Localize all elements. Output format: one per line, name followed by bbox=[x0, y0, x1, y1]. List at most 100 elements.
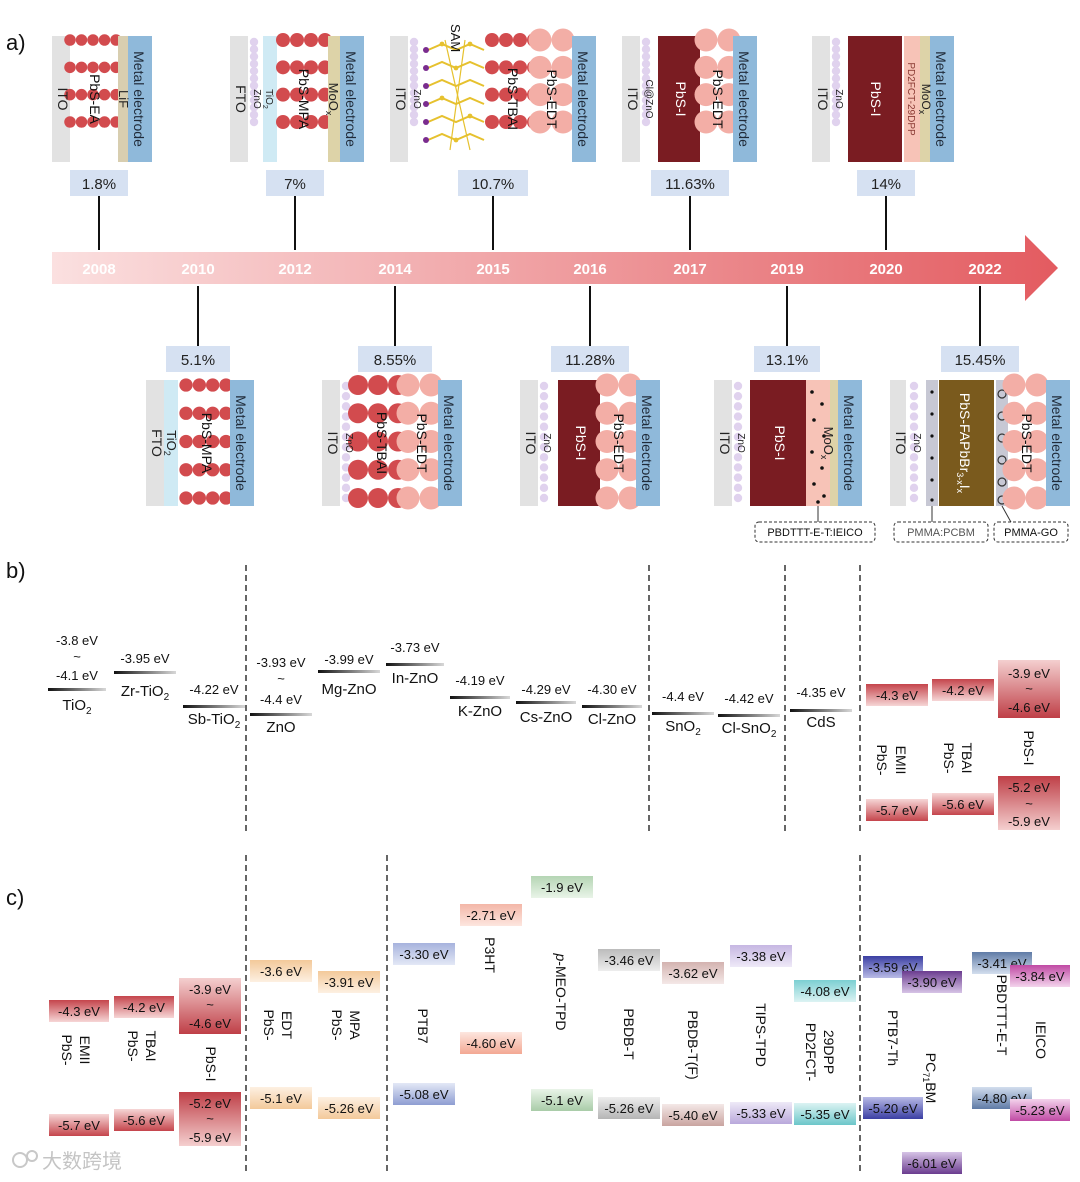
svg-text:-5.6 eV: -5.6 eV bbox=[942, 797, 984, 812]
svg-text:-4.2 eV: -4.2 eV bbox=[123, 1000, 165, 1015]
svg-text:PbS-: PbS- bbox=[125, 1030, 141, 1061]
etl-level: -4.19 eVK-ZnO bbox=[450, 673, 510, 720]
svg-text:PBDB-T(F): PBDB-T(F) bbox=[685, 1010, 701, 1079]
svg-text:ITO: ITO bbox=[325, 431, 341, 454]
svg-text:-5.7 eV: -5.7 eV bbox=[876, 803, 918, 818]
pce-2008: 1.8% bbox=[82, 176, 116, 193]
svg-text:ITO: ITO bbox=[815, 87, 831, 110]
svg-text:-6.01 eV: -6.01 eV bbox=[907, 1156, 956, 1171]
svg-text:-2.71 eV: -2.71 eV bbox=[466, 908, 515, 923]
svg-text:PbS-MPA: PbS-MPA bbox=[199, 413, 215, 474]
svg-text:TIPS-TPD: TIPS-TPD bbox=[753, 1003, 769, 1067]
pce-box-2008 bbox=[70, 170, 128, 196]
svg-text:PbS-FAPbBr3-xIx: PbS-FAPbBr3-xIx bbox=[955, 393, 973, 494]
device-2022: ITO ZnO PbS-FAPbBr3-xIx PbS-EDT Metal el… bbox=[890, 373, 1070, 543]
note-2019: PBDTTT-E-T:IEICO bbox=[767, 527, 863, 539]
svg-text:PBDB-T: PBDB-T bbox=[621, 1008, 637, 1060]
svg-text:Metal electrode: Metal electrode bbox=[575, 51, 591, 147]
svg-text:-5.9 eV: -5.9 eV bbox=[189, 1130, 231, 1145]
svg-text:Metal electrode: Metal electrode bbox=[841, 395, 857, 491]
etl-top-value: -4.19 eV bbox=[455, 673, 504, 688]
svg-text:ZnO: ZnO bbox=[411, 89, 422, 109]
etl-top-value: -3.99 eV bbox=[324, 652, 373, 667]
svg-text:EDT: EDT bbox=[279, 1011, 295, 1039]
svg-text:-3.46 eV: -3.46 eV bbox=[604, 953, 653, 968]
svg-text:ZnO: ZnO bbox=[911, 433, 922, 453]
svg-text:ZnO: ZnO bbox=[251, 89, 262, 109]
note-2022-b: PMMA-GO bbox=[1004, 527, 1058, 539]
svg-text:-3.6 eV: -3.6 eV bbox=[260, 964, 302, 979]
device-2010: FTO TiO2 PbS-MPA Metal electrode bbox=[146, 378, 254, 506]
svg-text:P3HT: P3HT bbox=[482, 937, 498, 973]
svg-text:PbS-EDT: PbS-EDT bbox=[544, 69, 560, 129]
svg-text:-3.9 eV: -3.9 eV bbox=[1008, 666, 1050, 681]
svg-text:PTB7: PTB7 bbox=[415, 1008, 431, 1043]
svg-text:Metal electrode: Metal electrode bbox=[639, 395, 655, 491]
svg-text:-5.1 eV: -5.1 eV bbox=[260, 1091, 302, 1106]
svg-text:PbS-I: PbS-I bbox=[1021, 730, 1037, 765]
particle-layer bbox=[733, 381, 743, 503]
svg-text:PbS-: PbS- bbox=[874, 744, 890, 775]
year-label-2014: 2014 bbox=[378, 261, 412, 278]
device-2008: ITO PbS-EA LiF Metal electrode bbox=[52, 34, 152, 162]
device-2014: ITO ZnO PbS-TBAI PbS-EDT Metal electrode bbox=[322, 373, 462, 510]
svg-text:PD2FCT-29DPP: PD2FCT-29DPP bbox=[905, 62, 916, 136]
particle-layer bbox=[539, 381, 549, 503]
svg-text:~: ~ bbox=[206, 1111, 214, 1126]
svg-text:-5.40 eV: -5.40 eV bbox=[668, 1108, 717, 1123]
svg-text:MoOx: MoOx bbox=[917, 84, 933, 115]
svg-text:PbS-I: PbS-I bbox=[868, 81, 884, 116]
particle-layer bbox=[179, 378, 233, 505]
watermark: 大数跨境 bbox=[12, 1150, 122, 1173]
particle-layer bbox=[595, 373, 642, 510]
etl-material-name: Cs-ZnO bbox=[520, 709, 573, 726]
svg-text:PbS-TBAI: PbS-TBAI bbox=[374, 412, 390, 474]
svg-text:-4.60 eV: -4.60 eV bbox=[466, 1036, 515, 1051]
pce-2017: 11.63% bbox=[665, 176, 715, 193]
pce-2020: 14% bbox=[871, 176, 901, 193]
svg-text:PbS-EDT: PbS-EDT bbox=[710, 69, 726, 129]
panel-label-c: c) bbox=[6, 885, 24, 910]
etl-top-value: -3.93 eV bbox=[256, 655, 305, 670]
particle-layer bbox=[528, 28, 575, 134]
particle-layer bbox=[909, 381, 919, 503]
svg-text:PBDTTT-E-T: PBDTTT-E-T bbox=[994, 975, 1010, 1056]
etl-top-value: -4.42 eV bbox=[724, 691, 773, 706]
svg-text:PbS-I: PbS-I bbox=[573, 425, 589, 460]
svg-text:-5.35 eV: -5.35 eV bbox=[800, 1107, 849, 1122]
svg-text:-4.6 eV: -4.6 eV bbox=[1008, 700, 1050, 715]
etl-top-value: -4.30 eV bbox=[587, 682, 636, 697]
pce-2016: 11.28% bbox=[565, 352, 615, 369]
year-label-2019: 2019 bbox=[770, 261, 803, 278]
panel-c-blend-levels: -3.59 eV -5.20 eV PTB7-Th -3.90 eV -6.01… bbox=[863, 952, 1070, 1174]
etl-material-name: ZnO bbox=[266, 719, 295, 736]
timeline-arrow bbox=[52, 235, 1058, 301]
year-label-2008: 2008 bbox=[82, 261, 115, 278]
particle-layer bbox=[409, 37, 419, 127]
svg-text:TBAI: TBAI bbox=[959, 742, 975, 773]
particle-layer bbox=[341, 381, 351, 503]
panel-label-b: b) bbox=[6, 558, 26, 583]
svg-text:-5.20 eV: -5.20 eV bbox=[868, 1101, 917, 1116]
year-label-2016: 2016 bbox=[573, 261, 606, 278]
panel-b-qd-levels: -4.3 eV -5.7 eV PbS- EMII -4.2 eV -5.6 e… bbox=[866, 660, 1060, 830]
particle-layer bbox=[396, 373, 443, 510]
svg-text:ITO: ITO bbox=[393, 87, 409, 110]
svg-text:-5.2 eV: -5.2 eV bbox=[1008, 780, 1050, 795]
svg-text:EMII: EMII bbox=[77, 1036, 93, 1065]
svg-text:PbS-EDT: PbS-EDT bbox=[1019, 413, 1035, 473]
svg-text:-3.84 eV: -3.84 eV bbox=[1015, 969, 1064, 984]
pce-box-2020 bbox=[857, 170, 915, 196]
svg-text:-5.6 eV: -5.6 eV bbox=[123, 1113, 165, 1128]
svg-text:Metal electrode: Metal electrode bbox=[736, 51, 752, 147]
panel-b-dividers bbox=[245, 565, 861, 835]
svg-text:SAM: SAM bbox=[448, 24, 463, 52]
